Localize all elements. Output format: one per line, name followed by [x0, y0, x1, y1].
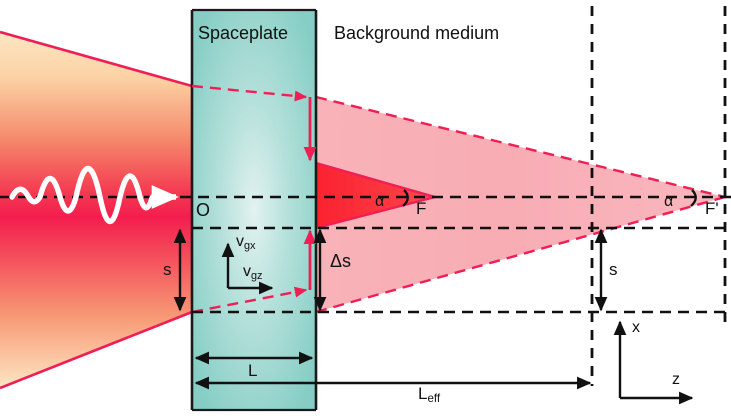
- effective-length-subscript: eff: [427, 393, 441, 406]
- axis-x-label: x: [632, 319, 640, 336]
- incident-beam: [0, 30, 193, 390]
- vgz-base: v: [243, 263, 251, 280]
- focus-far-label: F': [705, 199, 719, 218]
- focus-near-label: F: [416, 199, 427, 218]
- incident-ray-upper: [0, 30, 193, 88]
- origin-label: O: [196, 200, 211, 220]
- vgz-subscript: gz: [251, 270, 263, 283]
- effective-length-base: L: [418, 384, 428, 403]
- thickness-label: L: [248, 361, 258, 380]
- plate-ray-upper: [191, 84, 308, 102]
- plate-ray-lower: [191, 286, 308, 314]
- incident-ray-lower: [0, 310, 193, 390]
- angle-arc-far: [690, 189, 697, 207]
- effective-length-label: Leff: [418, 385, 440, 406]
- spaceplate-label: Spaceplate: [198, 23, 289, 43]
- vertical-dashed-lines: [590, 6, 727, 386]
- angle-arcs: [402, 189, 697, 207]
- inner-ray-lower: [315, 195, 436, 230]
- angle-near-label: α: [375, 193, 385, 210]
- inner-ray-upper: [315, 161, 436, 199]
- spaceplate-region: [190, 8, 318, 412]
- outer-cone-to-far-focus: [315, 95, 726, 314]
- vgx-base: v: [236, 233, 244, 250]
- aperture-left-label: s: [163, 260, 172, 279]
- rays-inside-spaceplate: [191, 84, 317, 314]
- axis-z-label: z: [672, 371, 680, 388]
- dashed-guides: [0, 195, 731, 314]
- delta-s-label: Δs: [330, 251, 352, 271]
- outer-ray-upper: [315, 95, 726, 199]
- vgx-subscript: gx: [244, 240, 256, 253]
- aperture-right-label: s: [609, 260, 618, 279]
- vgz-label: vgz: [243, 264, 263, 282]
- inner-cone-to-near-focus: [315, 161, 436, 230]
- wavepacket: [9, 165, 179, 224]
- angle-far-label: α: [664, 193, 674, 210]
- angle-arc-near: [402, 189, 409, 207]
- background-medium-label: Background medium: [334, 23, 500, 43]
- vgx-label: vgx: [236, 234, 256, 252]
- dimension-arrows: [173, 228, 694, 405]
